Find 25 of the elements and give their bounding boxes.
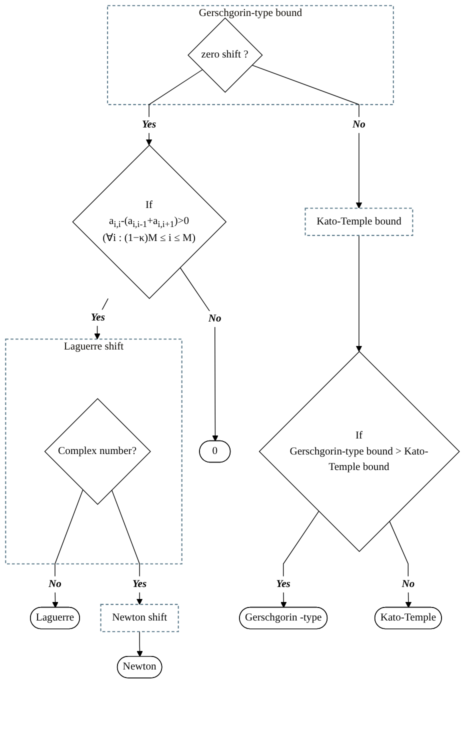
node-box xyxy=(304,208,414,236)
edge-label: Yes xyxy=(90,312,105,324)
edge-label: Yes xyxy=(142,119,156,130)
arrow xyxy=(356,235,362,352)
node-diamond xyxy=(258,350,460,552)
node-box xyxy=(100,604,179,632)
arrow xyxy=(52,490,84,608)
arrow xyxy=(180,267,218,442)
edge-label: Yes xyxy=(276,578,290,590)
arrow xyxy=(146,69,203,146)
arrow xyxy=(252,64,362,209)
arrow xyxy=(389,520,412,608)
node-diamond xyxy=(188,18,263,93)
edge-label: No xyxy=(48,578,62,590)
node-diamond xyxy=(44,398,151,505)
cluster xyxy=(5,338,182,564)
arrow xyxy=(280,510,320,608)
edge-label: No xyxy=(208,312,222,324)
edge-label: No xyxy=(402,578,415,590)
edge-label: No xyxy=(352,119,366,130)
arrow xyxy=(111,490,143,605)
arrow xyxy=(136,631,143,657)
cluster xyxy=(107,5,394,106)
edge-label: Yes xyxy=(132,578,147,590)
node-diamond xyxy=(72,144,227,300)
